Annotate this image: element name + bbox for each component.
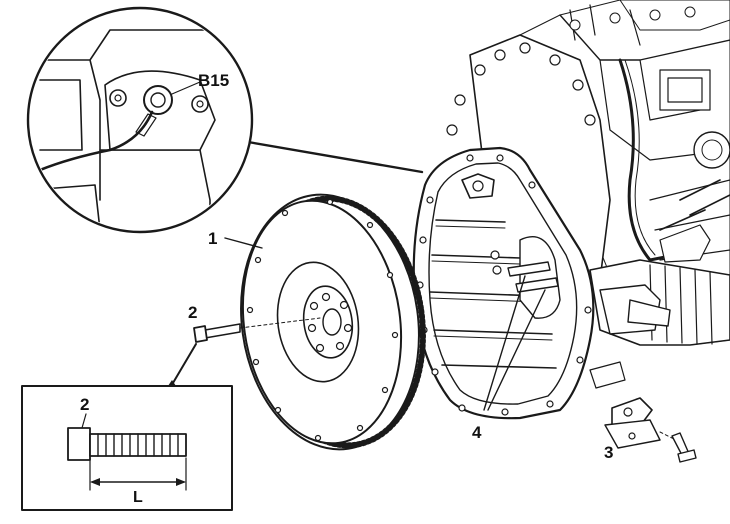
sensor-bracket (604, 397, 697, 463)
callout-bolt: 2 (188, 303, 197, 322)
starter-area (589, 179, 730, 389)
callout-bolt-detail: 2 (80, 395, 89, 414)
callout-bolt-length: L (133, 489, 143, 506)
sensor-detail-view: B15 (26, 6, 424, 234)
flywheel-bolt (193, 317, 321, 343)
dowel-pins (507, 261, 559, 293)
callout-sensor: B15 (198, 71, 229, 90)
callout-dowels: 4 (472, 423, 482, 442)
flywheel-hub-bolt-holes (307, 292, 353, 353)
callout-flywheel: 1 (208, 229, 217, 248)
bell-housing (412, 146, 595, 420)
flywheel (240, 193, 426, 451)
flywheel-outer-holes (246, 198, 399, 442)
callout-bracket: 3 (604, 443, 613, 462)
flange-bolts (446, 42, 596, 136)
bolt-detail-view: 2 L (21, 343, 233, 511)
bolt-thread-lines (97, 433, 179, 457)
